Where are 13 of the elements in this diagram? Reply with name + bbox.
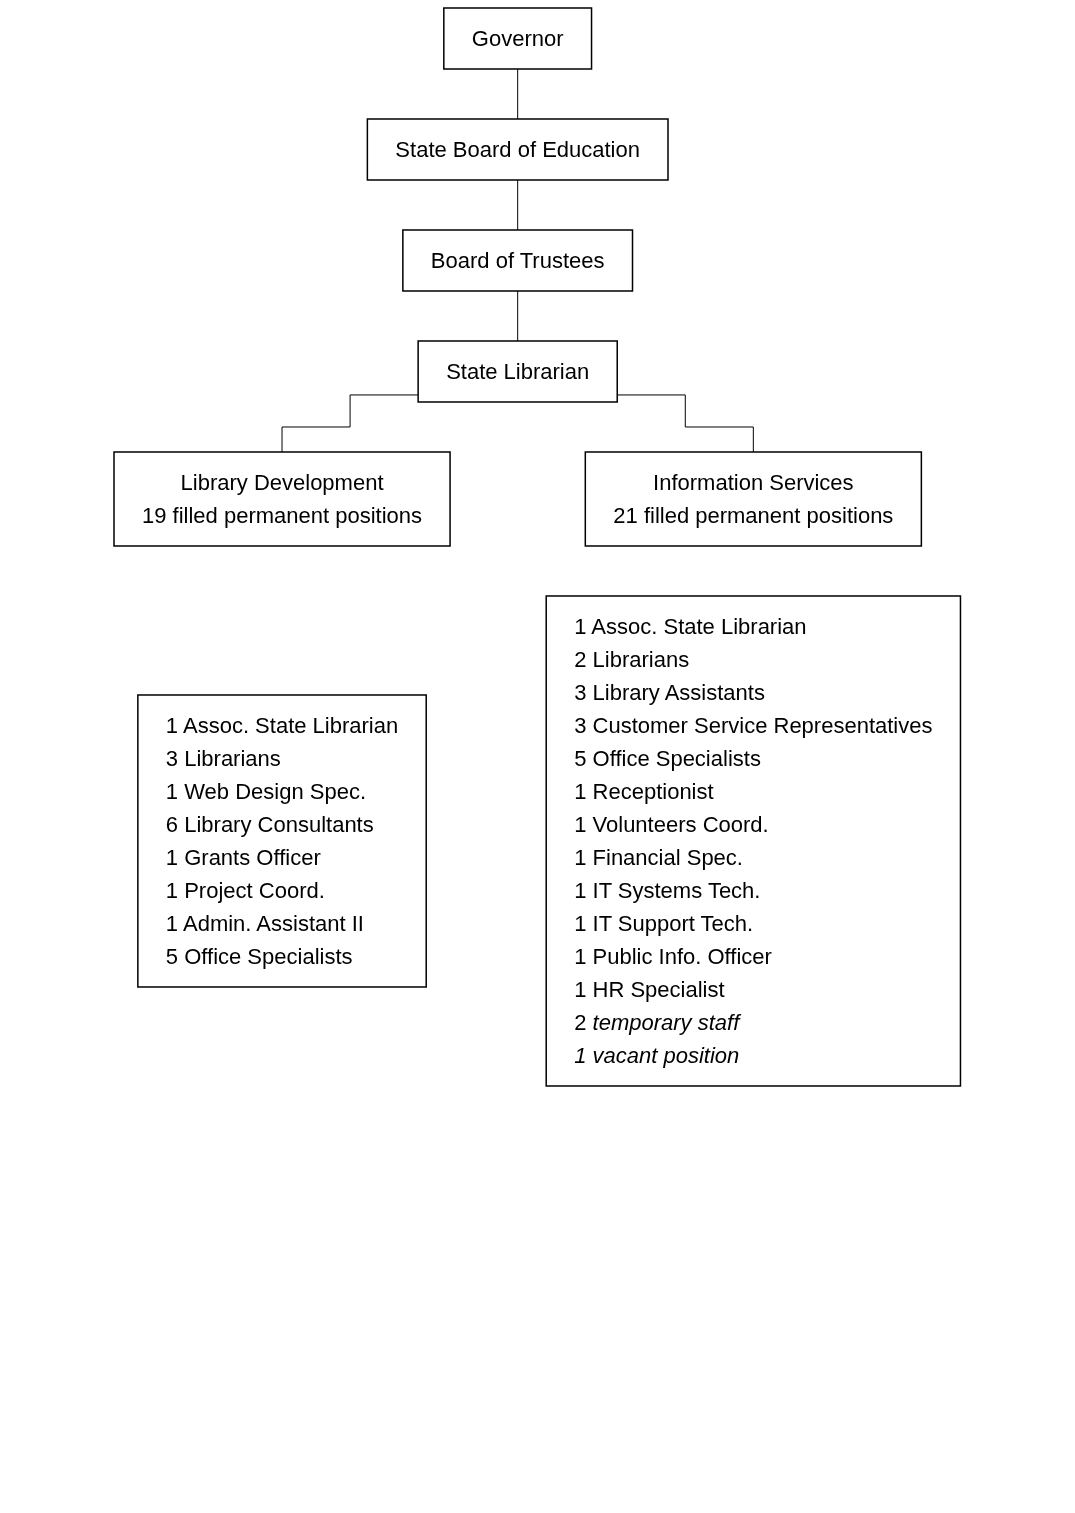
node-box: Governor [443,7,593,70]
connector [517,290,519,342]
node-box: 1 Assoc. State Librarian 2 Librarians 3 Library Assistants 3 Customer Service Representatives 5 Office Specialists 1 Receptionist 1 Volunteers Coord. 1 Financial Spec. 1 IT Systems Tech. 1 IT Support Tech. 1 Public Info. Officer 1 HR Specialist 2 temporary staff 1 vacant position [545,595,962,1087]
connector [281,394,419,453]
connector [517,179,519,231]
node-box: State Board of Education [366,118,669,181]
node-box: 1 Assoc. State Librarian 3 Librarians 1 Web Design Spec. 6 Library Consultants 1 Grants Officer 1 Project Coord. 1 Admin. Assistant II 5 Office Specialists [137,694,428,988]
node-box: State Librarian [417,340,619,403]
node-box: Information Services 21 filled permanent positions [584,451,923,547]
connector [617,394,755,453]
node-box: Board of Trustees [402,229,634,292]
node-box: Library Development 19 filled permanent positions [113,451,452,547]
connector [517,68,519,120]
